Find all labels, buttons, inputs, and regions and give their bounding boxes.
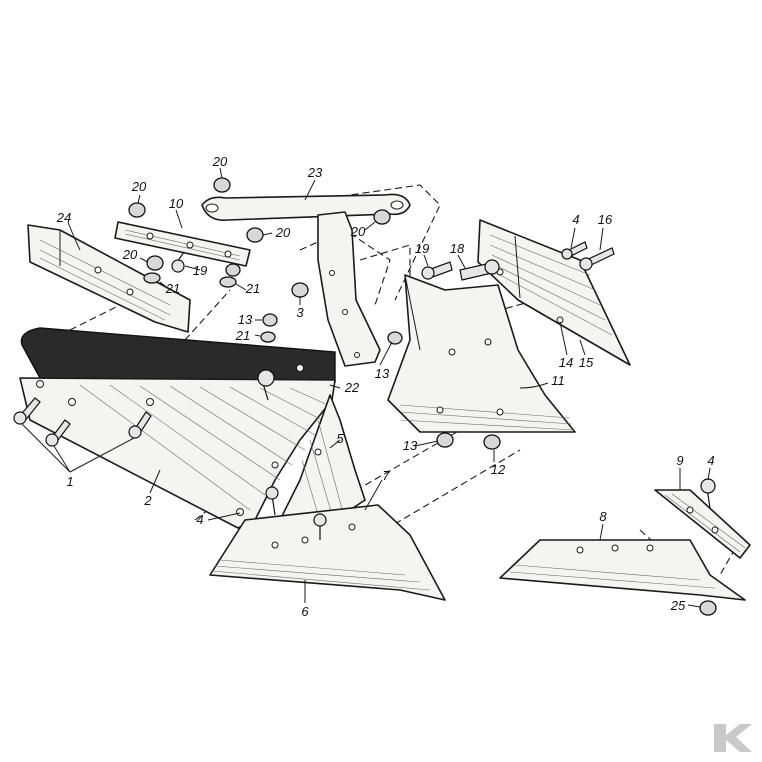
bracket-strip-10 <box>114 221 251 267</box>
frog-11 <box>387 274 576 433</box>
bolt-4-top <box>561 241 588 260</box>
label-24: 24 <box>56 210 71 225</box>
fasteners <box>13 177 717 616</box>
nut-20-left <box>128 202 146 218</box>
label-21-a: 21 <box>165 281 180 296</box>
label-12: 12 <box>491 462 506 477</box>
label-10: 10 <box>169 196 184 211</box>
nut-20-top <box>213 177 231 193</box>
label-14: 14 <box>559 355 573 370</box>
label-9: 9 <box>676 453 683 468</box>
label-20-top: 20 <box>212 154 228 169</box>
curved-strut-3 <box>317 211 381 367</box>
nut-20-lower <box>146 255 164 271</box>
bolt-1-b <box>45 419 71 447</box>
share-8 <box>499 539 746 601</box>
label-6: 6 <box>301 604 309 619</box>
bolt-1-c <box>128 411 152 439</box>
landside-plate-24 <box>27 224 191 333</box>
washer-21-b <box>219 276 237 288</box>
brand-logo-icon <box>714 724 752 752</box>
nut-20-right <box>373 209 391 225</box>
label-18: 18 <box>450 241 465 256</box>
label-20-mid-left: 20 <box>122 247 138 262</box>
label-15: 15 <box>579 355 594 370</box>
label-4-top: 4 <box>572 212 579 227</box>
label-23: 23 <box>307 165 323 180</box>
label-19-right: 19 <box>415 241 429 256</box>
bolt-19-b <box>421 261 453 280</box>
bolt-1-a <box>13 397 41 425</box>
nut-21-d <box>225 263 241 277</box>
label-13-c: 13 <box>403 438 418 453</box>
label-7: 7 <box>382 468 390 483</box>
label-4-right: 4 <box>707 453 714 468</box>
nut-25 <box>699 600 717 616</box>
label-16: 16 <box>598 212 613 227</box>
bolt-22 <box>257 369 275 401</box>
washer-21-a <box>143 272 161 284</box>
nut-20-mid <box>246 227 264 243</box>
label-13-b: 13 <box>375 366 390 381</box>
label-1: 1 <box>66 474 73 489</box>
nut-13-b <box>387 331 403 345</box>
label-21-b: 21 <box>245 281 260 296</box>
label-8: 8 <box>599 509 607 524</box>
bolt-7 <box>313 513 327 540</box>
label-13-a: 13 <box>238 312 253 327</box>
label-21-c: 21 <box>235 328 250 343</box>
label-19-left: 19 <box>193 263 207 278</box>
bolt-18 <box>459 259 500 281</box>
label-20-mid: 20 <box>275 225 291 240</box>
nut-12 <box>483 434 501 450</box>
nut-3 <box>291 282 309 298</box>
label-3: 3 <box>296 305 304 320</box>
washer-21-c <box>260 331 276 343</box>
share-6 <box>209 504 446 601</box>
label-11: 11 <box>551 373 565 388</box>
label-2: 2 <box>143 493 152 508</box>
label-25: 25 <box>670 598 686 613</box>
stay-bar-23 <box>201 193 411 222</box>
nut-13-c <box>436 432 454 448</box>
point-bar-9 <box>654 489 751 559</box>
leader-lines <box>21 167 711 608</box>
bolt-16 <box>579 247 615 271</box>
label-20-left: 20 <box>131 179 147 194</box>
nut-13-a <box>262 313 278 327</box>
label-5: 5 <box>336 431 344 446</box>
bolt-4-right <box>700 478 716 509</box>
bolt-19-a <box>171 251 185 273</box>
bolt-4-mid <box>265 486 279 516</box>
part-labels: 20 20 23 10 24 20 20 20 19 21 21 13 21 3… <box>56 154 715 619</box>
label-4-mid: 4 <box>196 512 203 527</box>
label-20-right: 20 <box>350 224 366 239</box>
label-22: 22 <box>344 380 360 395</box>
